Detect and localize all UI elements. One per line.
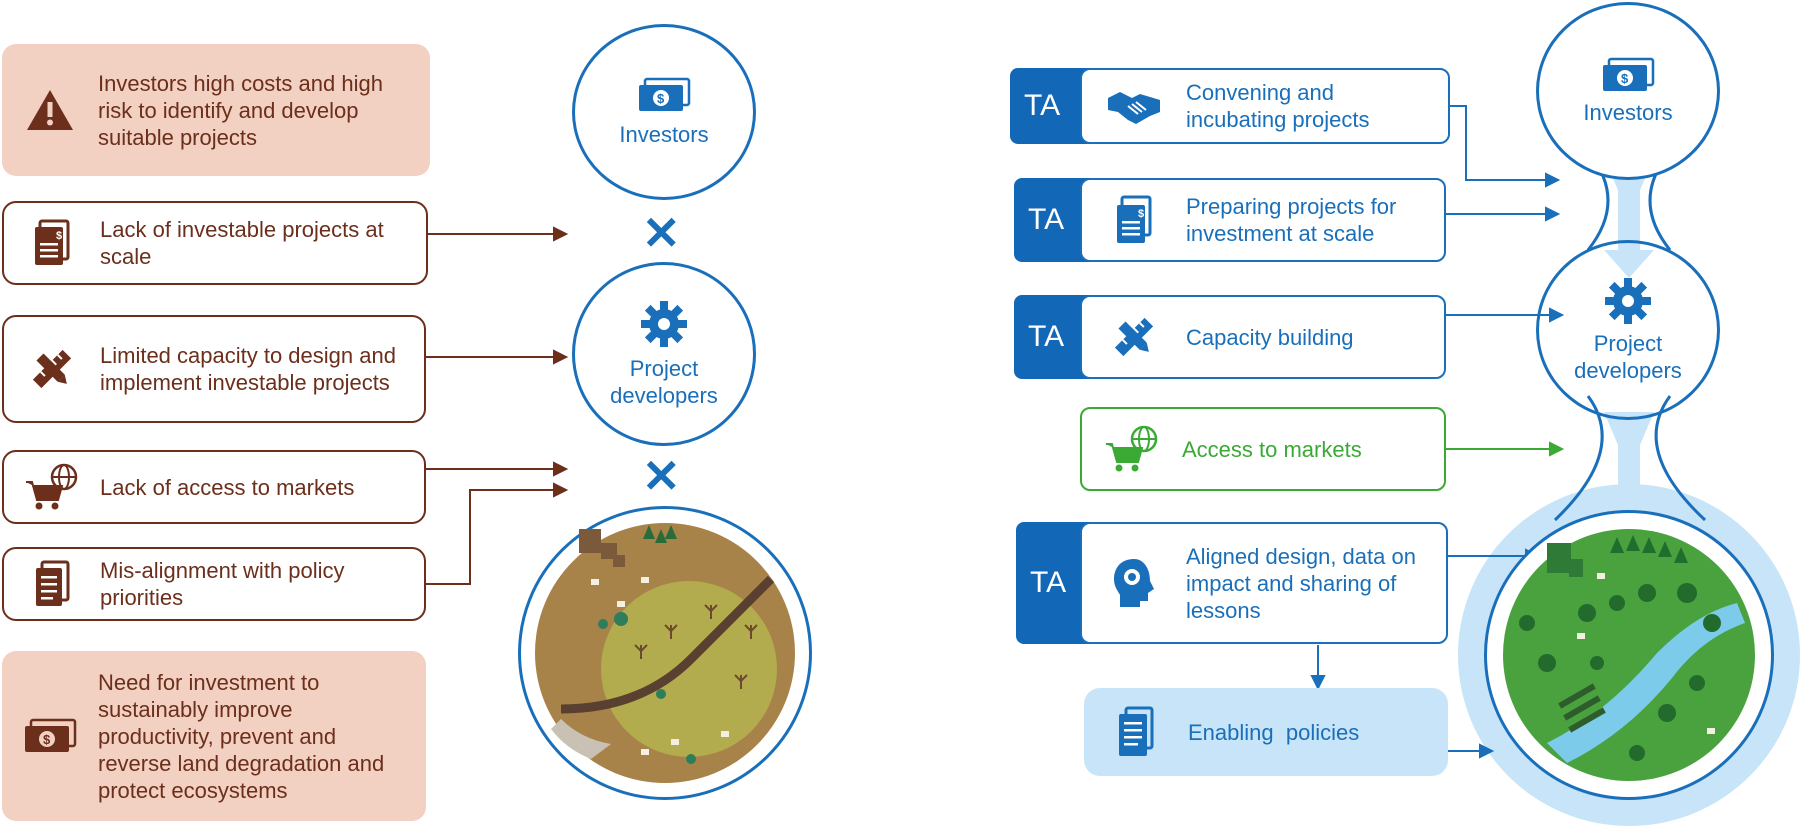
solution-text: Preparing projects for investment at sca…	[1186, 194, 1397, 246]
cart-globe-icon	[4, 462, 100, 512]
problem-text: Lack of access to markets	[100, 474, 355, 500]
invoice-document-icon: $	[4, 219, 100, 267]
developers-circle-right: Project developers	[1536, 240, 1720, 420]
problem-box-high-costs: Investors high costs and high risk to id…	[2, 44, 430, 176]
svg-text:$: $	[1138, 208, 1144, 220]
ta-badge: TA	[1010, 68, 1090, 144]
degraded-landscape-illustration	[535, 523, 795, 783]
solution-box-policies: Enabling policies	[1084, 688, 1448, 776]
problem-box-market-access: Lack of access to markets	[2, 450, 426, 524]
money-icon: $	[1603, 57, 1655, 91]
problem-box-limited-capacity: Limited capacity to design and implement…	[2, 315, 426, 423]
problem-text: Lack of investable projects at scale	[100, 217, 384, 269]
problem-box-investment-need: $ Need for investment to sustainably imp…	[2, 651, 426, 821]
solution-text: Capacity building	[1186, 324, 1354, 350]
solution-text: Convening and incubating projects	[1186, 80, 1370, 132]
blocker-x-icon: ✕	[642, 207, 681, 259]
document-icon	[4, 560, 100, 608]
problem-text: Mis-alignment with policy priorities	[100, 558, 345, 610]
solution-box-convening: Convening and incubating projects	[1080, 68, 1450, 144]
gear-icon	[1605, 278, 1651, 324]
blocker-x-icon: ✕	[642, 450, 681, 502]
pencil-ruler-icon	[1082, 314, 1186, 360]
investors-circle-left: $ Investors	[572, 24, 756, 200]
svg-text:$: $	[56, 230, 62, 242]
handshake-icon	[1082, 86, 1186, 126]
solution-box-markets: Access to markets	[1080, 407, 1446, 491]
document-icon	[1084, 706, 1188, 758]
money-icon: $	[639, 77, 691, 111]
solution-box-aligned-design: Aligned design, data on impact and shari…	[1080, 522, 1448, 644]
investors-circle-right: $ Investors	[1536, 2, 1720, 180]
solution-text: Aligned design, data on impact and shari…	[1186, 543, 1416, 623]
head-gear-icon	[1082, 557, 1186, 609]
warning-icon	[2, 88, 98, 132]
solution-text: Enabling policies	[1188, 719, 1360, 745]
healthy-land-circle	[1484, 510, 1774, 800]
svg-text:$: $	[43, 732, 51, 747]
problem-text: Need for investment to sustainably impro…	[98, 669, 385, 803]
money-icon: $	[2, 718, 98, 754]
cart-globe-icon	[1082, 424, 1182, 474]
svg-text:$: $	[657, 91, 665, 106]
svg-text:$: $	[1621, 71, 1629, 86]
developers-label: Project developers	[610, 356, 718, 408]
developers-circle-left: Project developers	[572, 262, 756, 446]
invoice-document-icon: $	[1082, 195, 1186, 245]
gear-icon	[641, 301, 687, 347]
investors-label: Investors	[1583, 99, 1673, 125]
solution-text: Access to markets	[1182, 436, 1362, 462]
pencil-ruler-icon	[4, 346, 100, 392]
investors-label: Investors	[619, 121, 709, 147]
problem-text: Limited capacity to design and implement…	[100, 343, 396, 395]
solution-box-capacity: Capacity building	[1080, 295, 1446, 379]
developers-label: Project developers	[1574, 331, 1682, 383]
healthy-landscape-illustration	[1503, 529, 1755, 781]
degraded-land-circle	[518, 506, 812, 800]
solution-box-preparing: $ Preparing projects for investment at s…	[1080, 178, 1446, 262]
problem-box-policy-misalignment: Mis-alignment with policy priorities	[2, 547, 426, 621]
problem-box-investable-projects: $ Lack of investable projects at scale	[2, 201, 428, 285]
problem-text: Investors high costs and high risk to id…	[98, 70, 383, 150]
